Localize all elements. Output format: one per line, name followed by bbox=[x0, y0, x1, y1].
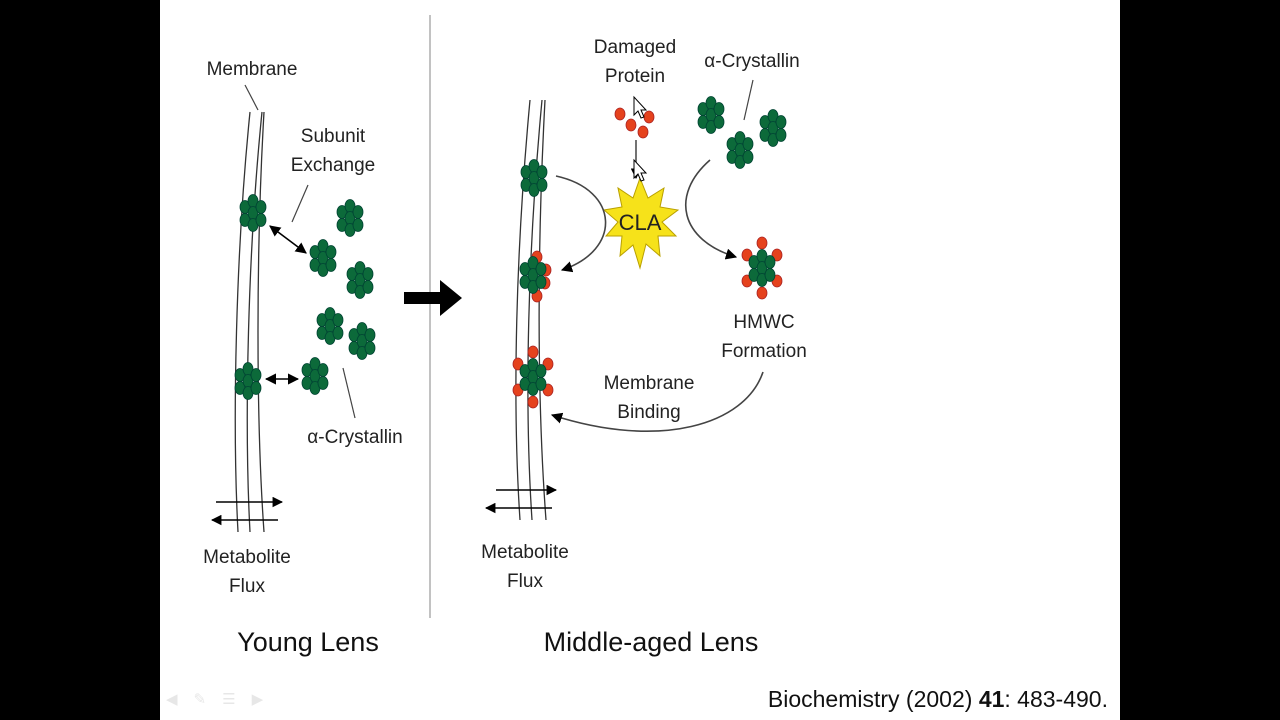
membrane-line bbox=[515, 99, 531, 521]
hmwc-formation-arrow bbox=[685, 159, 738, 260]
membrane-line bbox=[246, 111, 263, 533]
exchange-arrow bbox=[269, 225, 307, 254]
middle-aged-lens-title: Middle-aged Lens bbox=[544, 627, 759, 657]
hmwc-formation-label: HMWC bbox=[733, 312, 794, 333]
membrane-binding-label: Membrane bbox=[604, 373, 695, 394]
membrane-binding-arrow bbox=[550, 371, 764, 432]
alpha-crystallin-label: α-Crystallin bbox=[704, 51, 799, 72]
cla-starburst bbox=[602, 176, 680, 270]
next-icon[interactable]: ▶ bbox=[251, 691, 264, 708]
citation-journal: Biochemistry (2002) bbox=[767, 686, 979, 712]
membrane-label: Membrane bbox=[207, 59, 298, 80]
slide bbox=[160, 0, 1120, 720]
metabolite-flux-label: Flux bbox=[229, 576, 265, 597]
damaged-protein-label: Protein bbox=[605, 66, 665, 87]
slide-nav: ◀ ✎ ☰ ▶ bbox=[166, 690, 263, 708]
membrane-line bbox=[257, 111, 265, 533]
metabolite-flux-label: Metabolite bbox=[203, 547, 291, 568]
membrane-line bbox=[538, 99, 547, 521]
damaged-protein-label: Damaged bbox=[594, 37, 676, 58]
hmwc-formation-label: Formation bbox=[721, 341, 807, 362]
citation-volume: 41 bbox=[978, 686, 1005, 712]
damaged-protein-particles bbox=[614, 107, 655, 139]
subunit-exchange-label: Exchange bbox=[291, 155, 376, 176]
cla-to-membrane-arrow bbox=[555, 175, 607, 273]
mouse-cursor-icon bbox=[633, 95, 648, 182]
progression-arrow bbox=[404, 280, 462, 316]
metabolite-flux-label: Flux bbox=[507, 571, 543, 592]
membrane-line bbox=[234, 111, 251, 533]
subunit-exchange-label: Subunit bbox=[301, 126, 366, 147]
prev-icon[interactable]: ◀ bbox=[166, 691, 178, 708]
cla-label: CLA bbox=[619, 210, 662, 235]
alpha-crystallin-label: α-Crystallin bbox=[307, 427, 402, 448]
young-lens-panel: Membrane Subunit Exchange α-Crystallin M… bbox=[203, 59, 403, 657]
pen-icon[interactable]: ✎ bbox=[193, 691, 207, 708]
menu-icon[interactable]: ☰ bbox=[222, 691, 236, 708]
membrane-binding-label: Binding bbox=[617, 402, 680, 423]
middle-aged-lens-panel: CLA Damaged Protein α-Crystallin HMWC Fo… bbox=[481, 37, 807, 657]
young-lens-title: Young Lens bbox=[237, 627, 379, 657]
metabolite-flux-label: Metabolite bbox=[481, 542, 569, 563]
citation: Biochemistry (2002) 41: 483-490. bbox=[768, 686, 1108, 713]
citation-pages: : 483-490. bbox=[1004, 686, 1108, 712]
alpha-crystallin-clusters bbox=[234, 194, 376, 400]
